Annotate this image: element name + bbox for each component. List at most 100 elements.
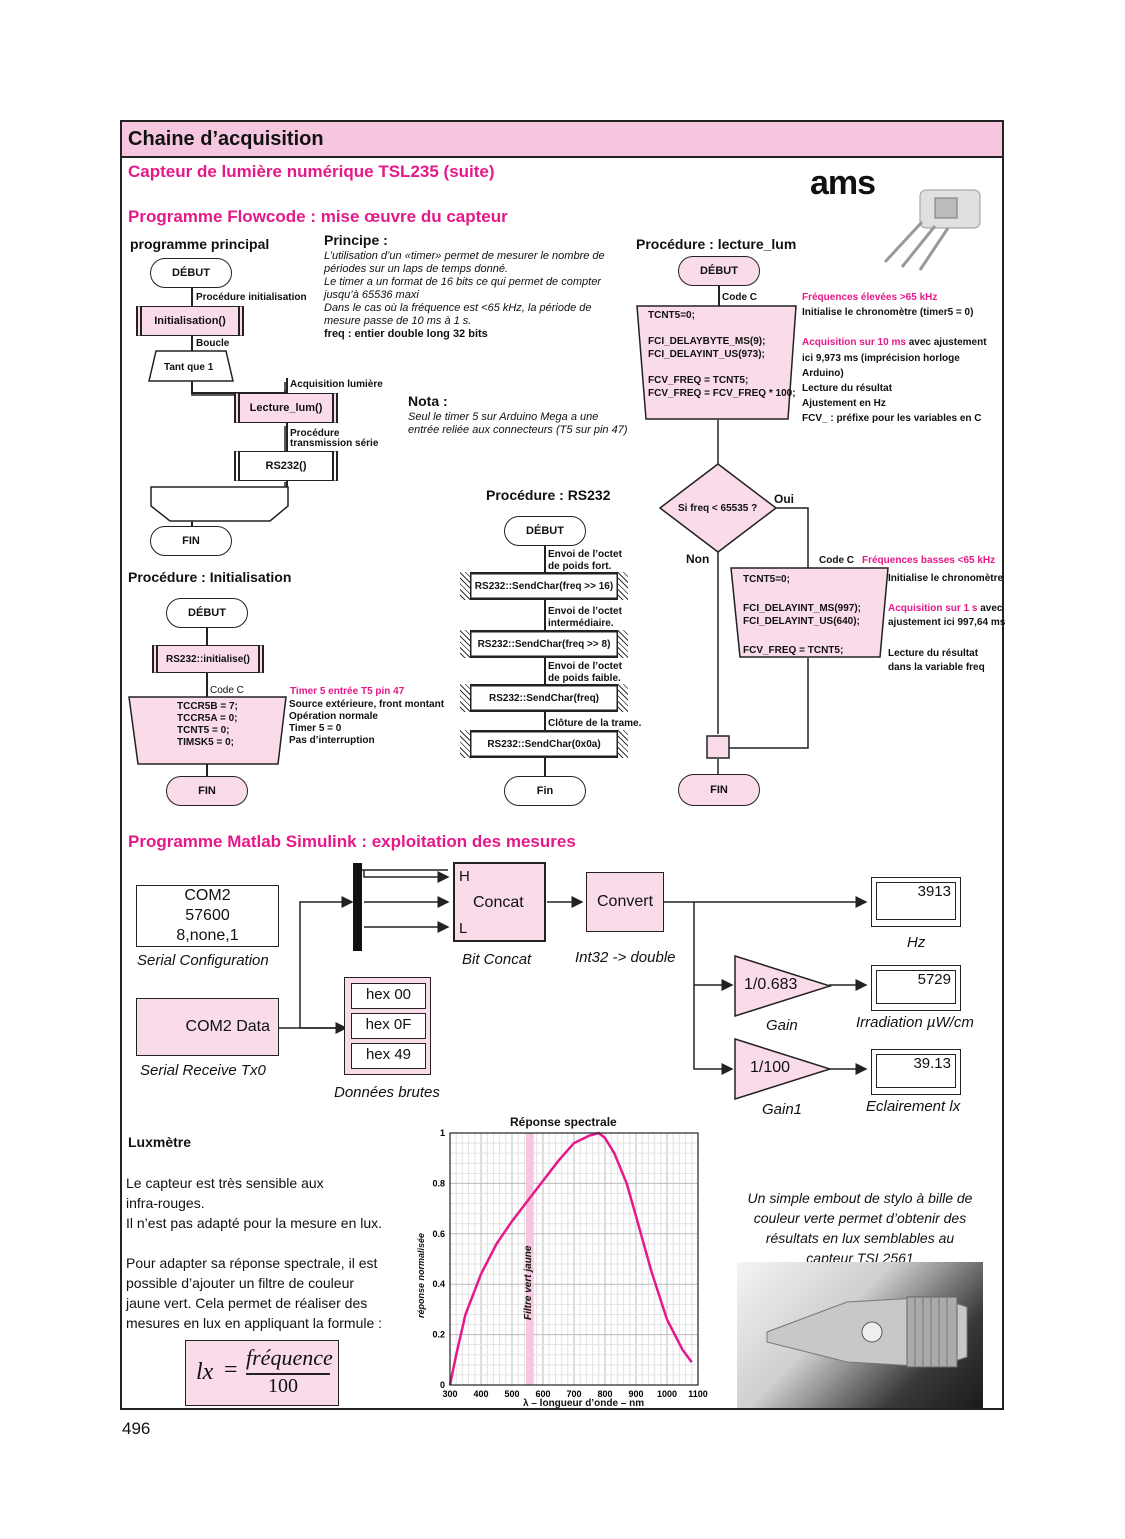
step-label: Clôture de la trame. (548, 718, 642, 729)
principle-line: Le timer a un format de 16 bits ce qui p… (324, 276, 601, 288)
luxmetre-title: Luxmètre (128, 1134, 192, 1150)
send-call-1: RS232::SendChar(freq >> 16) (460, 572, 628, 600)
low-note3: Lecture du résultat (888, 648, 979, 659)
pen-cap-photo (737, 1262, 983, 1408)
low-title: Fréquences basses <65 kHz (862, 555, 996, 566)
rs232-box: RS232() (234, 451, 338, 481)
principle-line: L’utilisation d’un «timer» permet de mes… (324, 250, 605, 262)
fraction-bar (246, 1373, 330, 1375)
text-line: jaune vert. Cela permet de réaliser des (126, 1295, 368, 1311)
photo-caption: Un simple embout de stylo à bille de cou… (735, 1188, 985, 1268)
code-spacer (648, 322, 796, 335)
config-line: 8,none,1 (176, 927, 239, 944)
hatch (460, 630, 470, 658)
rs232-end: Fin (504, 776, 586, 806)
code-line: TCNT5=0; (743, 574, 790, 585)
low-code: TCNT5=0; FCI_DELAYINT_MS(997); FCI_DELAY… (743, 573, 861, 657)
note-line: Source extérieure, front montant (289, 699, 445, 710)
formula-eq: = (224, 1357, 238, 1383)
raw-data-block: hex 00 hex 0F hex 49 (344, 977, 431, 1075)
luxmetre-p1: Le capteur est très sensible aux infra-r… (126, 1173, 382, 1233)
connector (544, 712, 546, 730)
hatch (460, 572, 470, 600)
principle-line: périodes sur un laps de temps donné. (324, 263, 509, 275)
y-tick-label: 0.6 (432, 1229, 445, 1239)
note-line: FCV_ : préfixe pour les variables en C (802, 413, 982, 424)
timer-notes: Source extérieure, front montant Opérati… (289, 699, 444, 747)
y-tick-label: 0 (440, 1380, 445, 1390)
proc-init-label: Procédure initialisation (196, 292, 307, 303)
init-proc-title: Procédure : Initialisation (128, 569, 292, 585)
display-irr: 5729 (871, 965, 961, 1011)
freq-line: freq : entier double long 32 bits (324, 328, 488, 340)
ams-logo: ams (810, 164, 876, 202)
page-number: 496 (122, 1419, 151, 1438)
note-line: ici 9,973 ms (imprécision horloge (802, 353, 960, 364)
init-code-label: Code C (210, 685, 244, 696)
concat-text: Concat (473, 894, 524, 911)
y-tick-label: 0.8 (432, 1178, 445, 1188)
principle-text: L’utilisation d’un «timer» permet de mes… (324, 250, 614, 341)
config-line: COM2 (184, 887, 231, 904)
serial-receive-block: COM2 Data (136, 998, 279, 1056)
hatch (618, 630, 628, 658)
init-end: FIN (166, 776, 248, 806)
display-lux-value: 39.13 (876, 1054, 956, 1088)
note-line: Arduino) (802, 368, 844, 379)
connector (206, 673, 208, 697)
high-code: TCNT5=0; FCI_DELAYBYTE_MS(9); FCI_DELAYI… (648, 309, 796, 400)
x-tick-label: 300 (442, 1389, 457, 1399)
high-acq: Acquisition sur 10 ms avec ajustement (802, 337, 987, 349)
init-call: RS232::initialise() (152, 645, 264, 673)
subtitle: Capteur de lumière numérique TSL235 (sui… (128, 162, 495, 181)
raw-value: hex 49 (351, 1043, 426, 1069)
high-title: Fréquences élevées >65 kHz (802, 292, 938, 303)
note-line: Opération normale (289, 711, 378, 722)
gain-block (734, 955, 832, 1017)
code-spacer (743, 628, 861, 644)
nota-title: Nota : (408, 393, 448, 409)
init-start: DÉBUT (166, 598, 248, 628)
principle-line: mesure passe de 10 ms à 1 s. (324, 315, 472, 327)
concat-l: L (459, 920, 468, 937)
low-acq: Acquisition sur 1 s avec (888, 603, 1003, 615)
high-acq-rest: avec ajustement (905, 337, 987, 348)
y-tick-label: 0.2 (432, 1330, 445, 1340)
lecture-proc-title: Procédure : lecture_lum (636, 236, 797, 252)
while-shape (148, 350, 234, 382)
caption-line: Un simple embout de stylo à bille de (747, 1190, 973, 1206)
hatch (618, 730, 628, 758)
connector (191, 288, 193, 306)
code-line: TCCR5A = 0; (177, 713, 238, 724)
connector (544, 600, 546, 630)
simulink-wires (279, 863, 868, 1075)
code-line: FCI_DELAYBYTE_MS(9); (648, 336, 766, 347)
code-spacer (743, 586, 861, 602)
connector (286, 378, 288, 394)
connector (206, 628, 208, 645)
note-line: Lecture du résultat (802, 383, 893, 394)
nota-line: entrée reliée aux connecteurs (T5 sur pi… (408, 424, 628, 436)
init-code: TCCR5B = 7; TCCR5A = 0; TCNT5 = 0; TIMSK… (177, 701, 238, 749)
send-call-4: RS232::SendChar(0x0a) (460, 730, 628, 758)
while-box: Tant que 1 (164, 362, 214, 373)
lecture-end: FIN (678, 774, 760, 806)
hatch (618, 572, 628, 600)
code-line: TCCR5B = 7; (177, 701, 238, 712)
code-line: TCNT5 = 0; (177, 725, 230, 736)
raw-value: hex 0F (351, 1013, 426, 1039)
main-end: FIN (150, 526, 232, 556)
text-line: Le capteur est très sensible aux (126, 1175, 324, 1191)
response-curve (448, 1131, 693, 1386)
code-spacer (648, 361, 796, 374)
code-line: FCV_FREQ = TCNT5; (743, 645, 844, 656)
band-label: Filtre vert jaune (523, 1245, 534, 1320)
proc-trans-1: Procédure (290, 428, 340, 439)
display-lux: 39.13 (871, 1049, 961, 1095)
main-program-title: programme principal (130, 236, 270, 252)
chart-grid (449, 1132, 699, 1386)
init-box: Initialisation() (136, 306, 244, 336)
lecture-box: Lecture_lum() (234, 393, 338, 423)
